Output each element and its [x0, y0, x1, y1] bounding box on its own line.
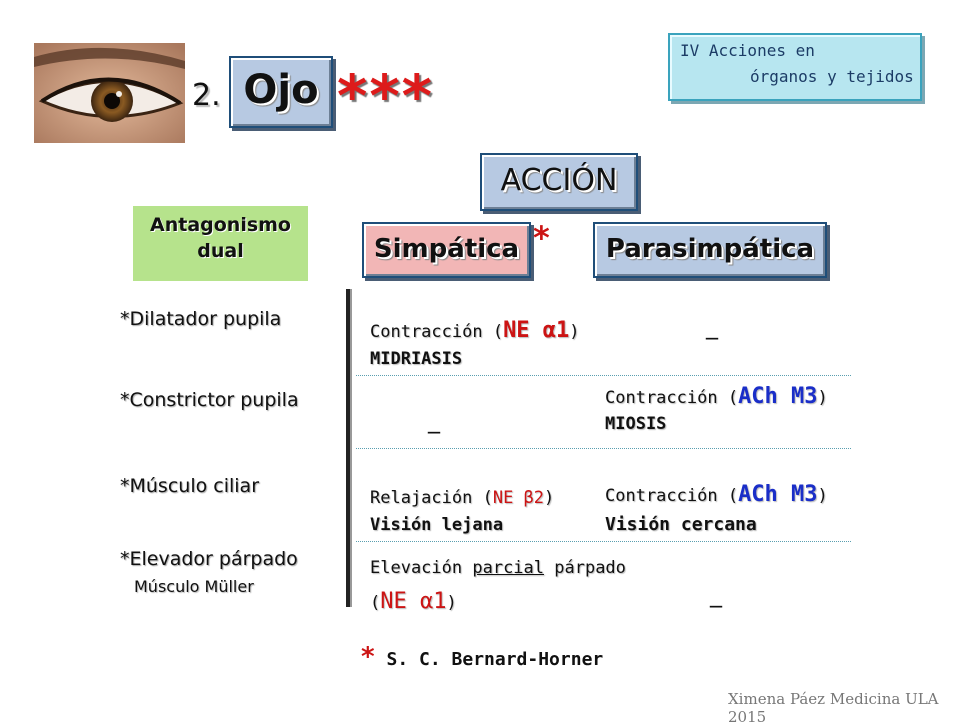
constrictor-para-suffix: ): [817, 388, 828, 408]
dilatador-simp-action: Contracción (NE α1): [370, 318, 580, 343]
dilatador-simp-effect: MIDRIASIS: [370, 349, 463, 369]
accion-button[interactable]: ACCIÓN: [480, 153, 638, 211]
row-label-constrictor: *Constrictor pupila: [120, 389, 299, 411]
eye-photo: [34, 43, 185, 143]
elevador-simp-suffix: párpado: [544, 558, 626, 578]
author-credit: Ximena Páez Medicina ULA 2015: [728, 690, 939, 726]
section-box: IV Acciones en órganos y tejidos: [668, 33, 922, 101]
ciliar-para-effect: Visión cercana: [605, 514, 757, 535]
footnote-text: S. C. Bernard-Horner: [386, 649, 604, 670]
elevador-para-none: _: [710, 580, 722, 608]
ciliar-simp-prefix: Relajación (: [370, 488, 493, 508]
row-separator-3: [356, 541, 851, 542]
importance-stars: ***: [337, 62, 434, 130]
row-label-dilatador: *Dilatador pupila: [120, 308, 282, 330]
row-label-ciliar: *Músculo ciliar: [120, 475, 260, 497]
constrictor-para-effect: MIOSIS: [605, 414, 667, 434]
dilatador-simp-suffix: ): [569, 322, 580, 342]
row-separator-1: [356, 375, 851, 376]
elevador-simp-agent-line: (NE α1): [370, 589, 457, 614]
row-separator-2: [356, 448, 851, 449]
parasimpatica-button[interactable]: Parasimpática: [593, 222, 827, 278]
ciliar-simp-action: Relajación (NE β2): [370, 488, 554, 508]
constrictor-para-prefix: Contracción (: [605, 388, 739, 408]
elevador-simp-open: (: [370, 593, 381, 613]
elevador-simp-prefix: Elevación: [370, 558, 473, 578]
section-line-1: IV Acciones en: [680, 41, 815, 60]
ciliar-simp-agent: NE β2: [492, 488, 545, 508]
antagonismo-line-2: dual: [197, 240, 244, 262]
dilatador-para-none: _: [706, 312, 718, 340]
dilatador-simp-prefix: Contracción (: [370, 322, 504, 342]
ciliar-para-suffix: ): [817, 486, 828, 506]
row-label-elevador: *Elevador párpado: [120, 548, 298, 570]
elevador-simp-underlined: parcial: [472, 558, 545, 578]
antagonismo-line-1: Antagonismo: [150, 214, 291, 236]
title-ojo-button[interactable]: Ojo: [229, 56, 333, 128]
constrictor-simp-none: _: [428, 406, 440, 434]
ciliar-simp-suffix: ): [544, 488, 555, 508]
constrictor-para-agent: ACh M3: [738, 384, 818, 409]
antagonismo-dual-box: Antagonismo dual: [133, 206, 308, 281]
ciliar-simp-effect: Visión lejana: [370, 515, 504, 535]
section-line-2: órganos y tejidos: [750, 67, 914, 86]
simpatica-asterisk: *: [533, 219, 550, 257]
simpatica-button[interactable]: Simpática: [362, 222, 531, 278]
constrictor-para-action: Contracción (ACh M3): [605, 384, 828, 409]
dilatador-simp-agent: NE α1: [503, 318, 570, 343]
row-sublabel-muller: Músculo Müller: [134, 577, 254, 596]
table-divider-line: [346, 289, 350, 607]
ciliar-para-prefix: Contracción (: [605, 486, 739, 506]
ciliar-para-action: Contracción (ACh M3): [605, 482, 828, 507]
footnote-star: *: [360, 642, 376, 672]
slide-number: 2.: [192, 78, 221, 113]
ciliar-para-agent: ACh M3: [738, 482, 818, 507]
elevador-simp-agent: NE α1: [380, 589, 447, 614]
elevador-simp-action: Elevación parcial párpado: [370, 558, 626, 578]
footnote: * S. C. Bernard-Horner: [360, 642, 603, 672]
elevador-simp-close: ): [446, 593, 457, 613]
